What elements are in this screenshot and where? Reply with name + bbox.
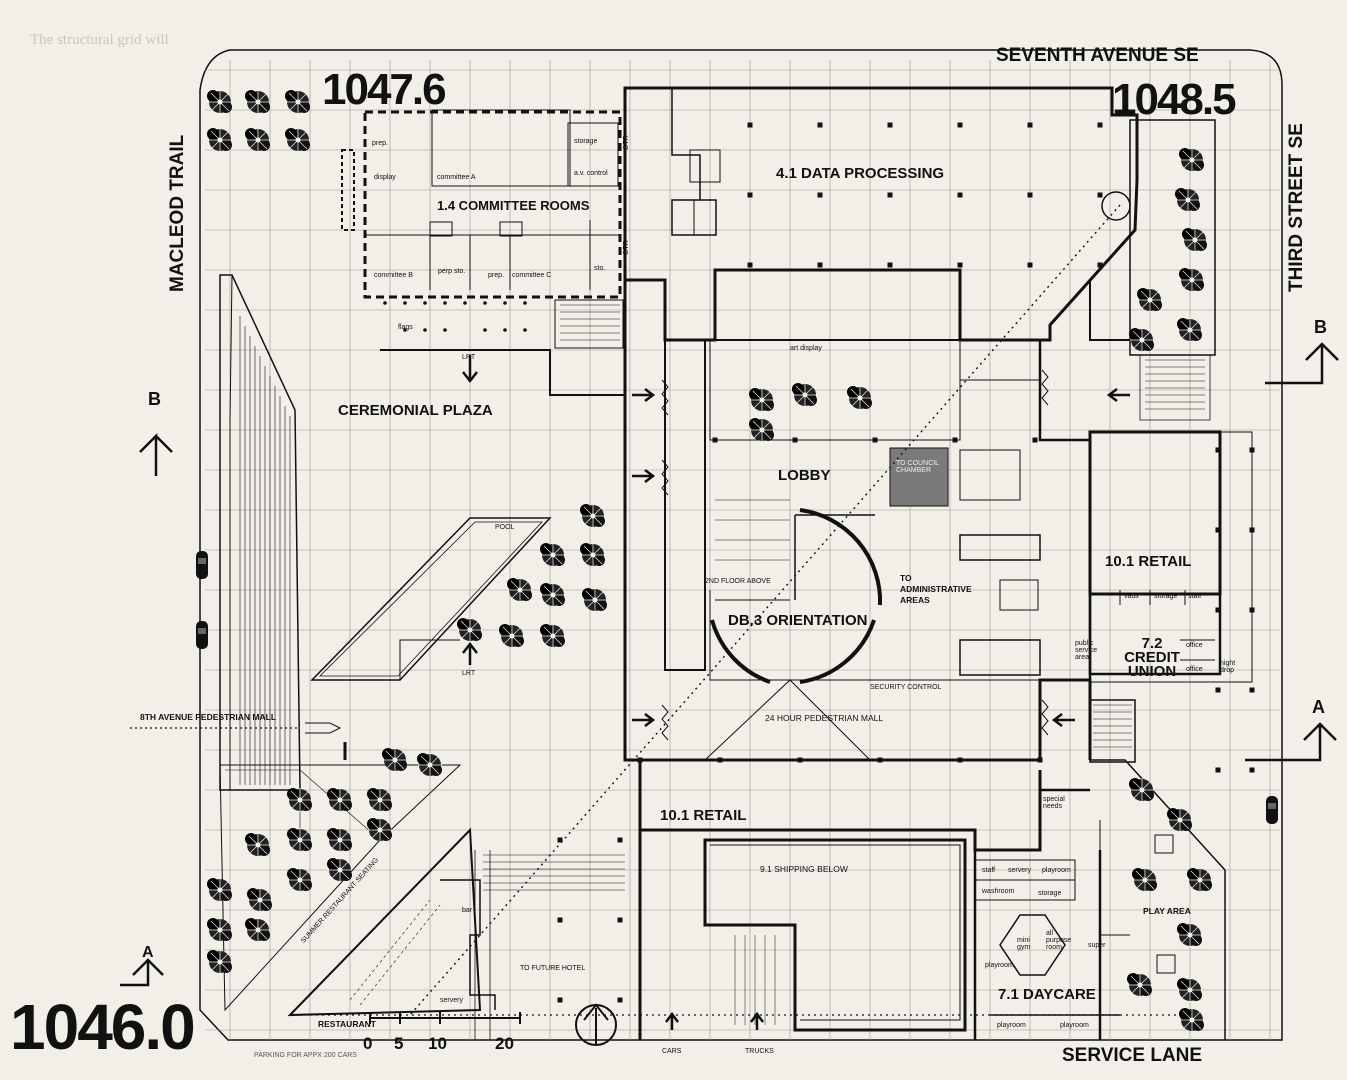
label-playroom3: playroom (997, 1022, 1026, 1029)
plaza-features (380, 299, 625, 396)
label-credit-union: 7.2 CREDIT UNION (1124, 635, 1180, 680)
label-pedestrian-mall: 24 HOUR PEDESTRIAN MALL (765, 713, 884, 723)
label-all-purpose: all purpose room (1046, 930, 1072, 951)
label-storage3: storage (1038, 890, 1062, 897)
section-a-right: A (1312, 697, 1325, 717)
street-east: THIRD STREET SE (1286, 123, 1307, 292)
scale-bar (369, 1012, 521, 1024)
site-boundary (199, 49, 1283, 1041)
label-otr2: OTR (623, 240, 630, 255)
label-display: display (374, 174, 396, 181)
label-art-display: art display (790, 345, 822, 352)
label-pool: POOL (495, 524, 515, 531)
scale-10: 10 (428, 1034, 447, 1053)
street-west: MACLEOD TRAIL (167, 134, 188, 292)
label-special-needs: special needs (1043, 796, 1065, 810)
label-committee-c: committee C (512, 272, 552, 279)
label-office1: office (1186, 642, 1203, 649)
main-building (623, 280, 1130, 762)
northeast-planter (1101, 119, 1216, 421)
label-office2: office (1186, 666, 1203, 673)
label-parking: PARKING FOR APPX 200 CARS (254, 1052, 357, 1059)
north-arrow (575, 1003, 617, 1046)
label-floor-above: 2ND FLOOR ABOVE (705, 578, 771, 585)
scale-20: 20 (495, 1034, 514, 1053)
scale-0: 0 (363, 1034, 373, 1053)
south-blocks (638, 759, 1226, 1040)
label-vault: vault (1124, 593, 1139, 600)
label-flags: flags (398, 324, 413, 331)
orientation-circle (710, 508, 883, 684)
label-washroom: washroom (982, 888, 1015, 895)
elevation-nw: 1047.6 (322, 65, 447, 114)
label-playroom1: playroom (1042, 867, 1071, 874)
label-shipping: 9.1 SHIPPING BELOW (760, 864, 848, 874)
label-to-council: TO COUNCIL CHAMBER (896, 460, 939, 474)
label-cars: CARS (662, 1048, 682, 1055)
revolving-doors (661, 369, 1049, 741)
label-lrt2: LRT (462, 670, 476, 677)
section-b-left: B (148, 389, 161, 409)
council-chamber-block (889, 447, 949, 507)
label-storage: storage (574, 138, 598, 145)
restaurant-wedge (219, 764, 625, 1040)
structural-columns (557, 122, 1255, 1003)
label-super: super (1088, 942, 1106, 949)
label-restaurant: RESTAURANT (318, 1019, 376, 1029)
label-staff: staff (1188, 593, 1202, 600)
entrance-arrows (632, 388, 1130, 1030)
label-av-control: a.v. control (574, 170, 608, 177)
section-b-right: B (1314, 317, 1327, 337)
label-bar: bar (462, 907, 473, 914)
label-public-service: public service area (1075, 640, 1098, 661)
label-retail-south: 10.1 RETAIL (660, 807, 747, 824)
parked-cars (196, 551, 1278, 824)
label-servery: servery (1008, 867, 1031, 874)
label-orientation: DB.3 ORIENTATION (728, 612, 868, 629)
west-ramp (219, 274, 301, 791)
label-otr1: OTR (623, 135, 630, 150)
label-retail-east: 10.1 RETAIL (1105, 553, 1192, 570)
label-prep2: prep. (488, 272, 504, 279)
label-night-drop: night drop (1220, 660, 1236, 674)
label-play-area: PLAY AREA (1143, 906, 1191, 916)
scale-5: 5 (394, 1034, 404, 1053)
label-perp-sto: perp sto. (438, 268, 466, 275)
label-daycare: 7.1 DAYCARE (998, 986, 1096, 1003)
elevation-sw: 1046.0 (10, 991, 196, 1063)
label-lrt1: LRT (462, 354, 476, 361)
label-committee-b: committee B (374, 272, 413, 279)
background-text-left: The structural grid will (30, 32, 169, 48)
label-staff2: staff (982, 867, 996, 874)
label-data-processing: 4.1 DATA PROCESSING (776, 165, 945, 182)
label-trucks: TRUCKS (745, 1048, 774, 1055)
street-mall: 8TH AVENUE PEDESTRIAN MALL (140, 712, 277, 722)
label-ceremonial-plaza: CEREMONIAL PLAZA (338, 402, 493, 419)
label-committee-a: committee A (437, 174, 476, 181)
street-south: SERVICE LANE (1062, 1045, 1203, 1066)
label-committee-rooms: 1.4 COMMITTEE ROOMS (437, 198, 590, 213)
label-storage2: storage (1154, 593, 1178, 600)
east-retail-block (1088, 430, 1253, 763)
section-a-bottom: A (142, 944, 154, 961)
label-playroom4: playroom (1060, 1022, 1089, 1029)
street-north: SEVENTH AVENUE SE (996, 45, 1199, 66)
data-processing-block (623, 86, 1139, 342)
section-markers (120, 342, 1339, 987)
pool (310, 517, 552, 681)
label-mini-gym: mini gym (1017, 937, 1031, 951)
label-sto: sto. (594, 265, 606, 272)
label-servery2: servery (440, 997, 463, 1004)
committee-rooms-outline (341, 109, 622, 299)
label-prep: prep. (372, 140, 388, 147)
label-security: SECURITY CONTROL (870, 684, 942, 691)
elevation-ne: 1048.5 (1112, 75, 1237, 124)
label-playroom2: playroom (985, 962, 1014, 969)
label-lobby: LOBBY (778, 467, 831, 484)
label-to-admin: TO ADMINISTRATIVE AREAS (900, 573, 972, 605)
label-future-hotel: TO FUTURE HOTEL (520, 965, 586, 972)
